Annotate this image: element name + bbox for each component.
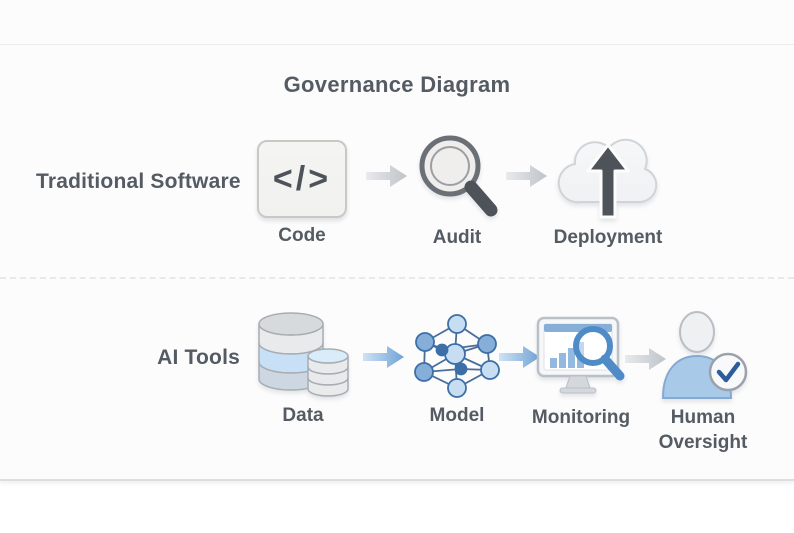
row-divider [0, 277, 794, 279]
step-label-monitoring: Monitoring [531, 407, 631, 428]
top-divider [0, 44, 794, 45]
row-label-ai-tools: AI Tools [157, 346, 240, 369]
diagram-title: Governance Diagram [283, 72, 511, 97]
step-label-human-oversight: Human Oversight [658, 407, 748, 453]
diagram-card [0, 479, 794, 481]
step-deployment: Deployment [546, 126, 670, 251]
step-human-oversight: Human Oversight [646, 310, 760, 455]
flow-arrow-icon [363, 346, 404, 368]
flow-arrow-icon [366, 165, 407, 187]
step-label-audit: Audit [432, 227, 482, 248]
flow-arrow-icon [625, 348, 666, 370]
code-glyph: </> [272, 159, 332, 198]
step-monitoring: Monitoring [526, 316, 636, 431]
step-data: Data [248, 310, 358, 429]
database-icon [258, 312, 349, 397]
magnifier-icon [419, 135, 498, 217]
flow-arrow-icon [499, 346, 540, 368]
step-label-deployment: Deployment [553, 227, 663, 248]
step-code: </> Code [246, 140, 358, 249]
step-label-model: Model [429, 405, 485, 426]
neural-network-icon [414, 314, 500, 398]
code-brackets-icon: </> [257, 140, 347, 218]
row-label-traditional-software: Traditional Software [36, 170, 241, 193]
person-check-icon [661, 311, 748, 399]
step-model: Model [403, 312, 511, 429]
flow-arrow-icon [506, 165, 547, 187]
step-label-code: Code [278, 225, 326, 246]
cloud-upload-icon [557, 138, 658, 219]
monitor-magnifier-icon [536, 316, 625, 394]
step-label-data: Data [282, 405, 324, 426]
step-audit: Audit [402, 132, 512, 251]
